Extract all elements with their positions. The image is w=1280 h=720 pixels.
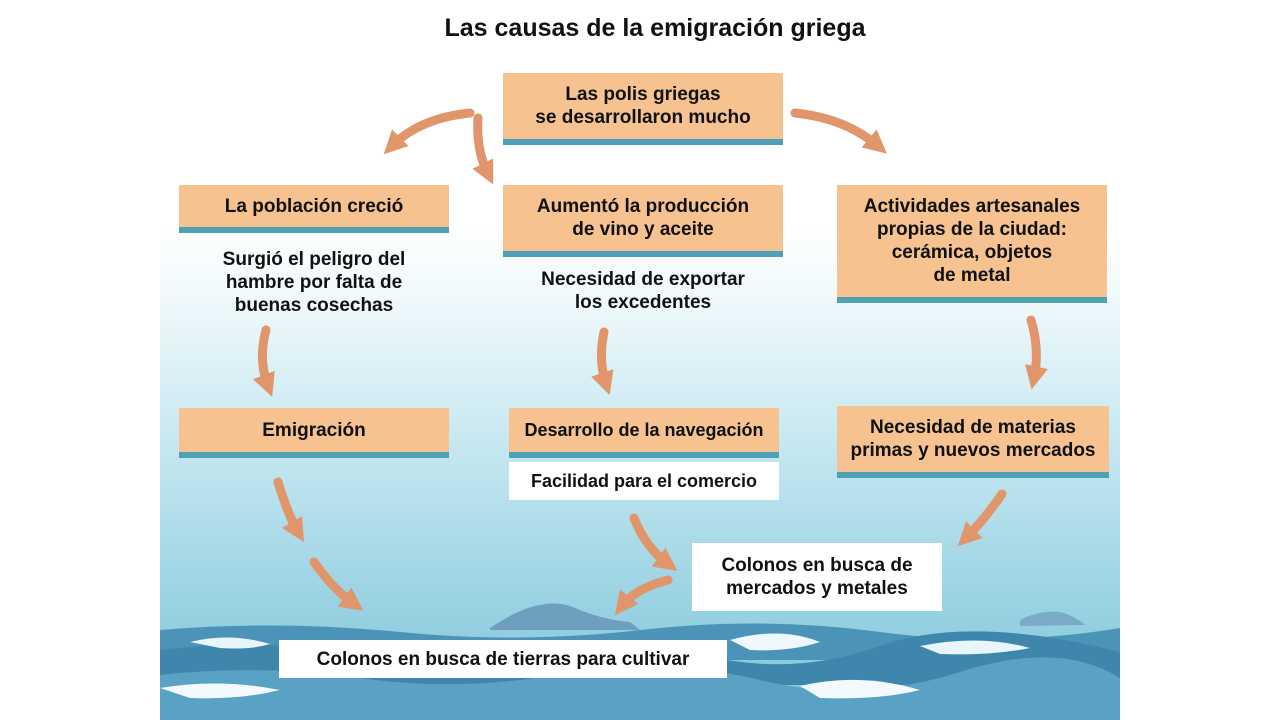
box-navegacion: Desarrollo de la navegación [509, 408, 779, 458]
island-small [1020, 611, 1085, 626]
wave-foam-2 [730, 633, 820, 651]
box-actividades: Actividades artesanales propias de la ci… [837, 185, 1107, 303]
sea-background [160, 60, 1120, 720]
waves-illustration [160, 603, 1120, 720]
box-comercio: Facilidad para el comercio [509, 462, 779, 500]
box-polis: Las polis griegas se desarrollaron mucho [503, 73, 783, 145]
diagram-title: Las causas de la emigración griega [444, 14, 866, 42]
box-colonos-mercados: Colonos en busca de mercados y metales [692, 543, 942, 611]
box-materias: Necesidad de materias primas y nuevos me… [837, 406, 1109, 478]
box-poblacion: La población creció [179, 185, 449, 233]
wave-foam-1 [190, 637, 270, 649]
island-mountain [490, 603, 640, 630]
note-peligro: Surgió el peligro del hambre por falta d… [222, 249, 406, 316]
box-colonos-tierras: Colonos en busca de tierras para cultiva… [279, 640, 727, 678]
box-emigracion: Emigración [179, 408, 449, 458]
wave-band-3 [160, 657, 1120, 720]
wave-foam-4 [160, 683, 280, 699]
wave-foam-5 [800, 679, 920, 699]
note-exportar: Necesidad de exportar los excedentes [541, 269, 745, 313]
box-produccion: Aumentó la producción de vino y aceite [503, 185, 783, 257]
wave-foam-3 [920, 640, 1030, 655]
